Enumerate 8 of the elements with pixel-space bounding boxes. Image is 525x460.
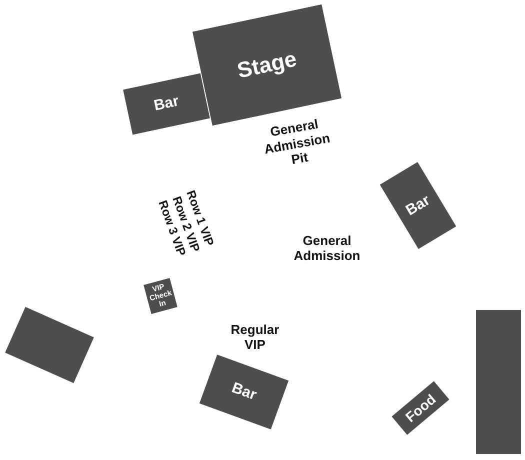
area-name: Bar [152, 94, 180, 114]
section-label: General Admission [292, 232, 362, 264]
area-block [476, 310, 520, 454]
area-name: Bar [230, 380, 258, 404]
section-label: Regular VIP [230, 322, 280, 353]
area-name: Bar [403, 192, 433, 218]
area-name: Stage [235, 47, 299, 83]
section-label: General Admission Pit [262, 114, 332, 169]
